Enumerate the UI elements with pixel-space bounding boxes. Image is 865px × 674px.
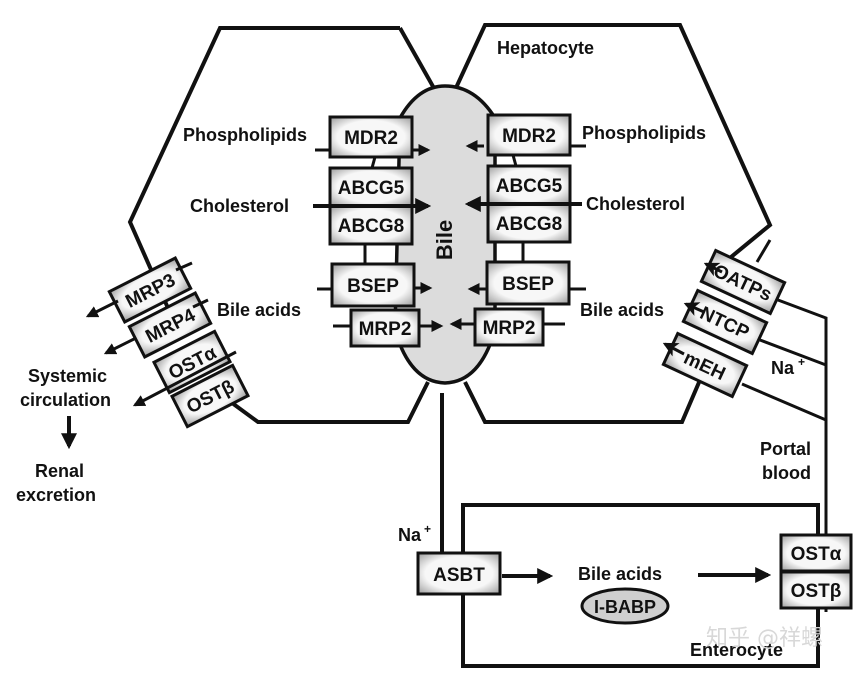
- transporter-mdr2-right: [486, 113, 572, 157]
- transporter-mrp3: [107, 256, 193, 324]
- ibabp-protein: [580, 587, 670, 625]
- transporter-asbt-label: ASBT: [433, 565, 485, 586]
- transporter-ost-beta-enterocyte: [779, 570, 853, 610]
- transporter-abcg5-left-label: ABCG5: [338, 178, 405, 199]
- na-ileum-plus: +: [424, 522, 431, 536]
- basolateral-efflux-transporters: MRP3 MRP4 OSTα OSTβ: [85, 256, 251, 429]
- cholesterol-left-label: Cholesterol: [190, 196, 289, 216]
- transporter-mdr2-right-label: MDR2: [502, 126, 556, 147]
- transporter-mdr2-left-label: MDR2: [344, 128, 398, 149]
- transporter-abcg8-right-label: ABCG8: [496, 214, 563, 235]
- transporter-ost-beta-enterocyte-label: OSTβ: [791, 581, 842, 602]
- na-portal-plus: +: [798, 355, 805, 369]
- bile-acids-enterocyte-label: Bile acids: [578, 564, 662, 584]
- bile-acids-left-label: Bile acids: [217, 300, 301, 320]
- hepatocyte-label: Hepatocyte: [497, 38, 594, 58]
- cholesterol-right-label: Cholesterol: [586, 194, 685, 214]
- transporter-abcg8-right: [486, 202, 572, 244]
- transporter-abcg5-right-label: ABCG5: [496, 176, 563, 197]
- portal-label-line2: blood: [762, 463, 811, 483]
- na-ileum-label: Na: [398, 525, 422, 545]
- transporter-bsep-left-label: BSEP: [347, 276, 399, 297]
- transporter-bsep-right-label: BSEP: [502, 274, 554, 295]
- transporter-mrp2-left: [349, 308, 421, 348]
- left-hepatocyte-top-edge: [398, 27, 437, 91]
- right-canalicular-transporters: MDR2 ABCG5 ABCG8 BSEP MRP2: [449, 113, 586, 347]
- transporter-abcg5-left: [328, 166, 414, 208]
- transporter-ost-beta-hepatocyte: [169, 363, 251, 429]
- transporter-ost-alpha-hepatocyte: [151, 329, 233, 395]
- systemic-label-line1: Systemic: [28, 366, 107, 386]
- transporter-bsep-left: [330, 262, 416, 308]
- transporter-mdr2-left: [328, 115, 414, 159]
- phospholipids-left-label: Phospholipids: [183, 125, 307, 145]
- bile-label: Bile: [432, 220, 457, 260]
- transporter-abcg8-left-label: ABCG8: [338, 216, 405, 237]
- transporter-asbt: [416, 551, 502, 596]
- transporter-mrp4: [127, 291, 213, 359]
- transporter-mrp2-left-label: MRP2: [359, 319, 412, 340]
- watermark: 知乎 @祥螺: [706, 626, 823, 651]
- renal-label-line2: excretion: [16, 485, 96, 505]
- transporter-ost-alpha-enterocyte-label: OSTα: [791, 544, 842, 565]
- right-hepatocyte-bottom-edge: [463, 379, 702, 424]
- transporter-mrp2-right: [473, 307, 545, 347]
- renal-label-line1: Renal: [35, 461, 84, 481]
- portal-label-line1: Portal: [760, 439, 811, 459]
- phospholipids-right-label: Phospholipids: [582, 123, 706, 143]
- na-portal-label: Na: [771, 358, 795, 378]
- bile-acids-right-label: Bile acids: [580, 300, 664, 320]
- systemic-label-line2: circulation: [20, 390, 111, 410]
- left-canalicular-transporters: MDR2 ABCG5 ABCG8 BSEP MRP2: [313, 115, 444, 348]
- transporter-bsep-right: [485, 260, 571, 306]
- transporter-mrp2-right-label: MRP2: [483, 318, 536, 339]
- right-hepatocyte-outline: [453, 23, 773, 264]
- basolateral-uptake-transporters: OATPs NTCP mEH: [661, 239, 828, 612]
- ibabp-label: I-BABP: [594, 597, 656, 617]
- enterocyte-label: Enterocyte: [690, 640, 783, 660]
- transporter-abcg5-right: [486, 164, 572, 206]
